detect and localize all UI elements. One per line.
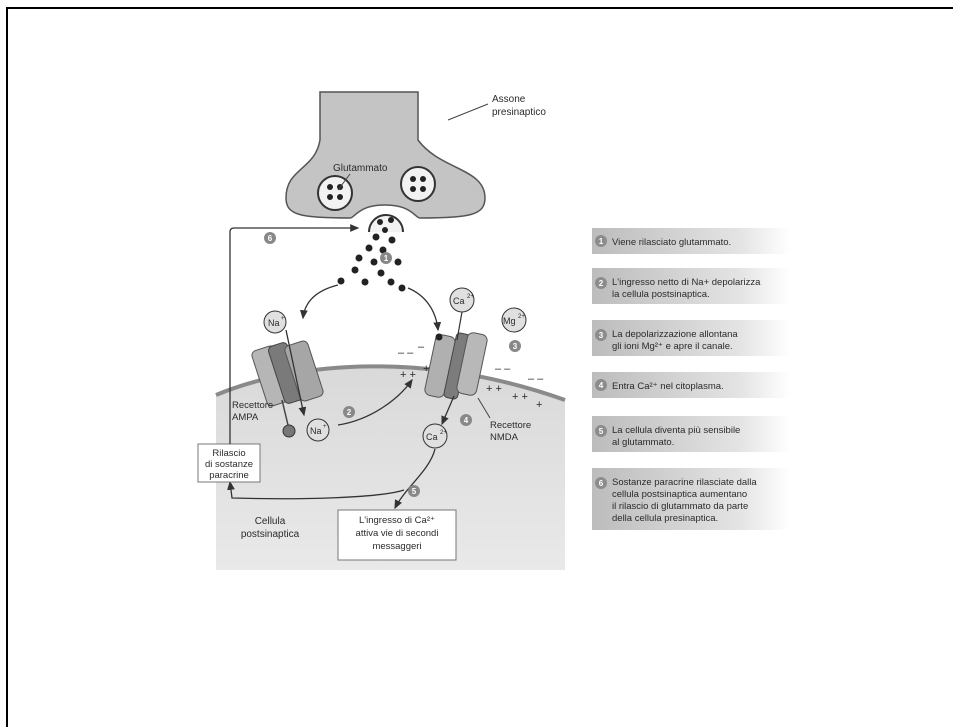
ca-ion-inside: Ca 2+ (423, 424, 447, 448)
svg-text:5: 5 (412, 487, 417, 496)
svg-text:2+: 2+ (440, 430, 447, 436)
svg-text:2+: 2+ (467, 294, 474, 300)
step-5-text-1: La cellula diventa più sensibile (612, 425, 740, 436)
step-marker-5: 5 (408, 485, 420, 497)
svg-text:+: + (423, 363, 429, 375)
vesicle-fusing (369, 215, 403, 233)
nmda-label-1: Recettore (490, 420, 531, 431)
presynaptic-axon-label-2: presinaptico (492, 107, 546, 118)
na-ion-outside: Na + (264, 311, 286, 333)
svg-text:+ +: + + (400, 369, 416, 381)
paracrine-label-1: Rilascio (212, 448, 245, 459)
step-marker-2: 2 (343, 406, 355, 418)
svg-text:1: 1 (599, 237, 604, 246)
axon-leader-line (448, 104, 488, 120)
vesicle-left (318, 176, 352, 210)
svg-text:1: 1 (384, 254, 389, 263)
nmda-label-2: NMDA (490, 432, 519, 443)
ampa-label-1: Recettore (232, 400, 273, 411)
step-tab-1: 1 Viene rilasciato glutammato. (592, 228, 790, 254)
svg-text:– –: – – (495, 363, 511, 375)
svg-text:+: + (323, 424, 327, 430)
step-marker-3: 3 (509, 340, 521, 352)
step-tab-3: 3 La depolarizzazione allontana gli ioni… (592, 320, 790, 356)
svg-text:Mg: Mg (503, 316, 516, 326)
step-3-text-1: La depolarizzazione allontana (612, 329, 738, 340)
step-3-text-2: gli ioni Mg²⁺ e apre il canale. (612, 341, 733, 352)
svg-text:– –: – – (398, 347, 414, 359)
svg-text:3: 3 (599, 331, 604, 340)
vesicle-right (401, 167, 435, 201)
step-2-text-2: la cellula postsinaptica. (612, 289, 710, 300)
svg-text:4: 4 (464, 416, 469, 425)
step-5-text-2: al glutammato. (612, 437, 674, 448)
second-messenger-line-3: messaggeri (372, 541, 421, 552)
svg-text:Na: Na (268, 318, 280, 328)
glutamate-to-ampa-arrow (303, 285, 338, 318)
postsynaptic-cell-label-1: Cellula (255, 516, 286, 527)
step-6-text-2: cellula postsinaptica aumentano (612, 489, 747, 500)
ampa-anchor-ball (283, 425, 295, 437)
svg-text:4: 4 (599, 381, 604, 390)
svg-text:2: 2 (347, 408, 352, 417)
ca-ion-outside: Ca 2+ (450, 288, 474, 312)
glutamate-bound-nmda (436, 334, 443, 341)
postsynaptic-cell-label-2: postsinaptica (241, 529, 300, 540)
step-tab-6: 6 Sostanze paracrine rilasciate dalla ce… (592, 468, 790, 530)
svg-text:+: + (536, 399, 542, 411)
step-marker-6: 6 (264, 232, 276, 244)
paracrine-label-2: di sostanze (205, 459, 253, 470)
presynaptic-terminal (286, 92, 485, 218)
ampa-label-2: AMPA (232, 412, 259, 423)
second-messenger-line-2: attiva vie di secondi (356, 528, 439, 539)
svg-text:5: 5 (599, 427, 604, 436)
paracrine-label-3: paracrine (209, 470, 249, 481)
step-marker-1: 1 (380, 252, 392, 264)
svg-text:Ca: Ca (426, 432, 438, 442)
mg-ion: Mg 2+ (502, 308, 526, 332)
second-messenger-line-1: L'ingresso di Ca²⁺ (359, 515, 435, 526)
step-6-text-4: della cellula presinaptica. (612, 513, 718, 524)
svg-text:Ca: Ca (453, 296, 465, 306)
glutamate-to-nmda-arrow (408, 288, 438, 330)
step-6-text-1: Sostanze paracrine rilasciate dalla (612, 477, 757, 488)
step-4-text: Entra Ca²⁺ nel citoplasma. (612, 381, 724, 392)
svg-text:+ +: + + (512, 391, 528, 403)
step-marker-4: 4 (460, 414, 472, 426)
glutamate-label: Glutammato (333, 163, 388, 174)
step-tab-5: 5 La cellula diventa più sensibile al gl… (592, 416, 790, 452)
svg-text:Na: Na (310, 426, 322, 436)
step-legend: 1 Viene rilasciato glutammato. 2 L'ingre… (592, 228, 790, 530)
svg-text:2: 2 (599, 279, 604, 288)
released-glutamate (338, 234, 406, 292)
svg-text:+: + (281, 316, 285, 322)
svg-text:2+: 2+ (518, 314, 525, 320)
svg-text:– –: – – (528, 373, 544, 385)
presynaptic-axon-label-1: Assone (492, 94, 526, 105)
na-ion-inside: Na + (307, 419, 329, 441)
svg-text:3: 3 (513, 342, 518, 351)
svg-text:–: – (418, 341, 425, 353)
svg-text:+ +: + + (486, 383, 502, 395)
step-tab-2: 2 L'ingresso netto di Na+ depolarizza la… (592, 268, 790, 304)
svg-text:6: 6 (268, 234, 273, 243)
svg-text:6: 6 (599, 479, 604, 488)
step-tab-4: 4 Entra Ca²⁺ nel citoplasma. (592, 372, 790, 398)
step-2-text-1: L'ingresso netto di Na+ depolarizza (612, 277, 761, 288)
step-1-text: Viene rilasciato glutammato. (612, 237, 731, 248)
step-6-text-3: il rilascio di glutammato da parte (612, 501, 748, 512)
